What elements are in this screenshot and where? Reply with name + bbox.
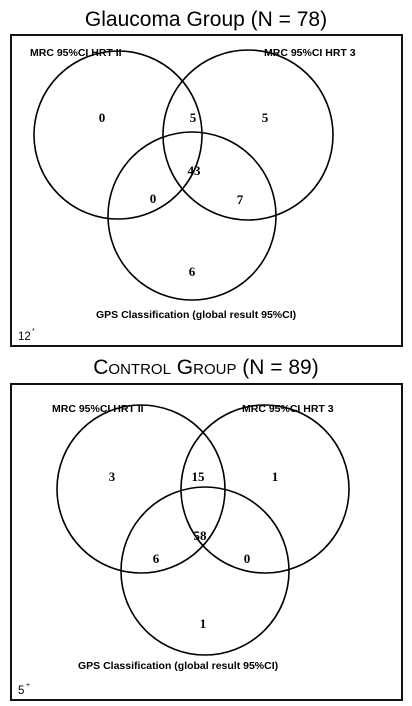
panel-1-footnote: 12 [18, 331, 31, 343]
panel-1-circle-b [162, 49, 334, 221]
panel-2-count-a-b-c: 58 [194, 528, 208, 543]
panel-2-title-main: Control Group [93, 356, 237, 379]
panel-2-circle-b [180, 404, 350, 574]
panel-2-venn-svg: MRC 95%CI HRT II MRC 95%CI HRT 3 GPS Cla… [18, 403, 350, 697]
panel-2-count-a-c: 6 [153, 551, 160, 566]
panel-1-count-b-only: 5 [262, 110, 269, 125]
panel-2-count-a-b: 15 [192, 469, 206, 484]
panel-2-circle-c [120, 486, 290, 656]
panel-1-venn-svg: MRC 95%CI HRT II MRC 95%CI HRT 3 GPS Cla… [18, 47, 356, 343]
panel-2-title-suffix: (N = 89) [236, 356, 319, 379]
panel-1-set-label-c: GPS Classification (global result 95%CI) [96, 309, 296, 321]
panel-1-circle-c [107, 131, 277, 301]
panel-1-title: Glaucoma Group (N = 78) [84, 8, 328, 31]
panel-1-count-a-c: 0 [150, 191, 157, 206]
panel-2-count-a-only: 3 [109, 469, 116, 484]
panel-1-set-label-b: MRC 95%CI HRT 3 [264, 47, 356, 59]
panel-2-set-label-c: GPS Classification (global result 95%CI) [78, 660, 278, 672]
panel-2-set-label-b: MRC 95%CI HRT 3 [242, 403, 334, 415]
panel-2-venn-diagram: MRC 95%CI HRT II MRC 95%CI HRT 3 GPS Cla… [10, 383, 403, 701]
panel-1-count-a-only: 0 [99, 110, 106, 125]
panel-1-venn-diagram: MRC 95%CI HRT II MRC 95%CI HRT 3 GPS Cla… [10, 34, 403, 347]
panel-2-circle-a [56, 404, 226, 574]
panel-1-count-a-b: 5 [190, 110, 197, 125]
panel-2-footnote-sup: + [26, 682, 30, 689]
panel-2-count-b-only: 1 [272, 469, 279, 484]
panel-1-circle-a [33, 50, 203, 220]
panel-1-count-a-b-c: 43 [188, 163, 202, 178]
panel-2-count-c-only: 1 [200, 616, 207, 631]
panel-2-title: Control Group (N = 89) [0, 356, 412, 380]
panel-2-count-b-c: 0 [244, 551, 251, 566]
panel-1-count-b-c: 7 [237, 192, 244, 207]
panel-1-set-label-a: MRC 95%CI HRT II [30, 47, 122, 59]
panel-2-set-label-a: MRC 95%CI HRT II [52, 403, 144, 415]
panel-1-footnote-sup: * [32, 328, 35, 335]
panel-1-count-c-only: 6 [189, 264, 196, 279]
panel-2-footnote: 5 [18, 685, 24, 697]
